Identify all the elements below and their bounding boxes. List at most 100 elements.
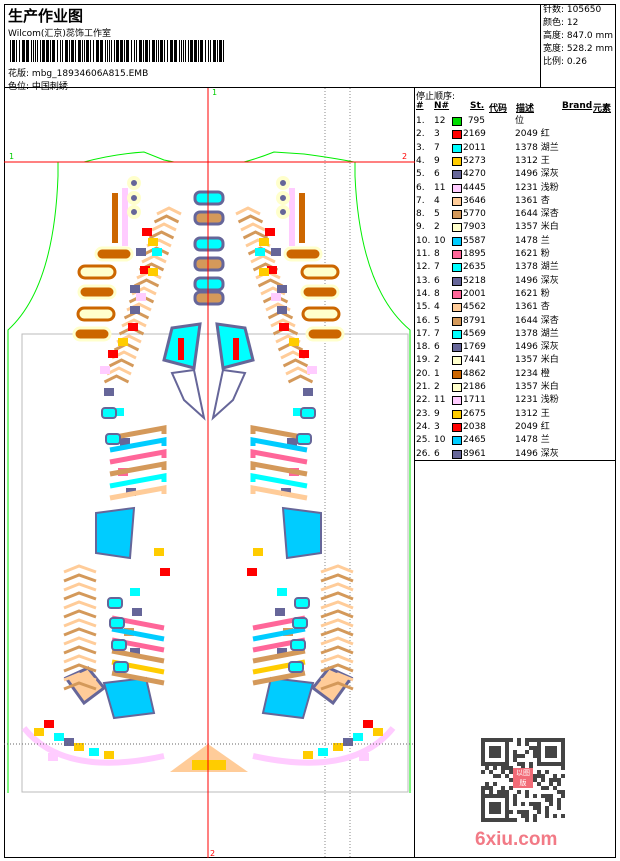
color-count: 颜色: 12 [543,18,579,28]
color-swatch [452,369,462,379]
motif-shape [270,318,296,328]
thread-description: 1621 粉 [515,249,550,259]
motif-shape [277,648,287,656]
motif-shape [300,264,340,280]
qr-module [513,802,517,806]
motif-shape [152,248,162,256]
row-index: 26. [416,448,431,459]
qr-module [521,802,525,806]
motif-shape [77,284,117,300]
qr-module [545,814,549,818]
needle-number: 10 [434,435,446,446]
motif-shape [250,472,308,489]
thread-description: 1644 深杏 [515,209,559,220]
qr-module [489,786,493,790]
motif-shape [156,206,182,216]
motif-shape [193,190,225,206]
qr-module [549,778,553,782]
color-swatch [452,263,462,273]
stitch-count: 2001 [463,288,486,299]
qr-module [533,750,537,754]
motif-shape [193,256,225,272]
motif-shape [63,573,97,583]
qr-module [517,738,521,742]
motif-shape [320,672,354,682]
thread-description: 1496 深灰 [515,169,559,180]
needle-number: 3 [434,421,440,432]
motif-shape [282,358,309,368]
color-swatch [452,449,462,459]
thread-description: 1357 米白 [515,355,559,366]
qr-module [505,774,509,778]
stitch-count: 2675 [463,408,486,419]
qr-module [549,738,553,742]
motif-shape [193,290,225,306]
qr-module [549,794,553,798]
motif-shape [170,368,206,421]
motif-shape [109,460,167,477]
qr-module [521,814,525,818]
motif-shape [283,246,323,262]
motif-shape [265,228,275,236]
motif-shape [193,210,225,226]
qr-module [493,762,497,766]
needle-number: 6 [434,448,440,459]
color-swatch [452,143,462,153]
site-watermark: 6xiu.com [475,829,558,850]
motif-shape [288,661,304,673]
stitch-count: 2465 [463,435,486,446]
qr-module [525,742,529,746]
qr-module [533,802,537,806]
row-index: 23. [416,408,431,419]
qr-module [561,746,565,750]
needle-number: 6 [434,275,440,286]
color-swatch [452,276,462,286]
row-index: 17. [416,328,431,339]
motif-shape [343,738,353,746]
qr-module [481,818,485,822]
qr-module [505,794,509,798]
qr-module [553,786,557,790]
needle-number: 9 [434,155,440,166]
motif-shape [252,626,306,642]
thread-description: 1234 橙 [515,368,550,379]
qr-module [509,786,513,790]
motif-shape [63,672,97,682]
qr-module [513,794,517,798]
qr-module [493,766,497,770]
motif-shape [320,663,354,673]
row-index: 9. [416,222,425,233]
qr-module [513,758,517,762]
color-swatch [452,422,462,432]
qr-module [549,798,553,802]
motif-shape [63,654,97,664]
motif-shape [133,278,160,288]
qr-module [489,770,493,774]
qr-module [533,814,537,818]
qr-module [529,738,533,742]
qr-module [521,810,525,814]
stitch-count: 4445 [463,182,486,193]
motif-shape [122,188,128,246]
qr-module [489,794,493,798]
motif-shape [296,433,312,445]
qr-module [549,782,553,786]
qr-module [549,754,553,758]
qr-module [525,818,529,822]
color-swatch [452,356,462,366]
thread-description: 2049 红 [515,421,550,432]
motif-shape [320,627,354,637]
color-swatch [452,196,462,206]
motif-shape [271,248,281,256]
needle-number: 6 [434,169,440,180]
page-title: 生产作业图 [8,7,84,25]
qr-module [501,818,505,822]
motif-shape [136,293,146,301]
qr-module [509,770,513,774]
needle-number: 5 [434,209,440,220]
qr-module [505,754,509,758]
qr-module [493,818,497,822]
